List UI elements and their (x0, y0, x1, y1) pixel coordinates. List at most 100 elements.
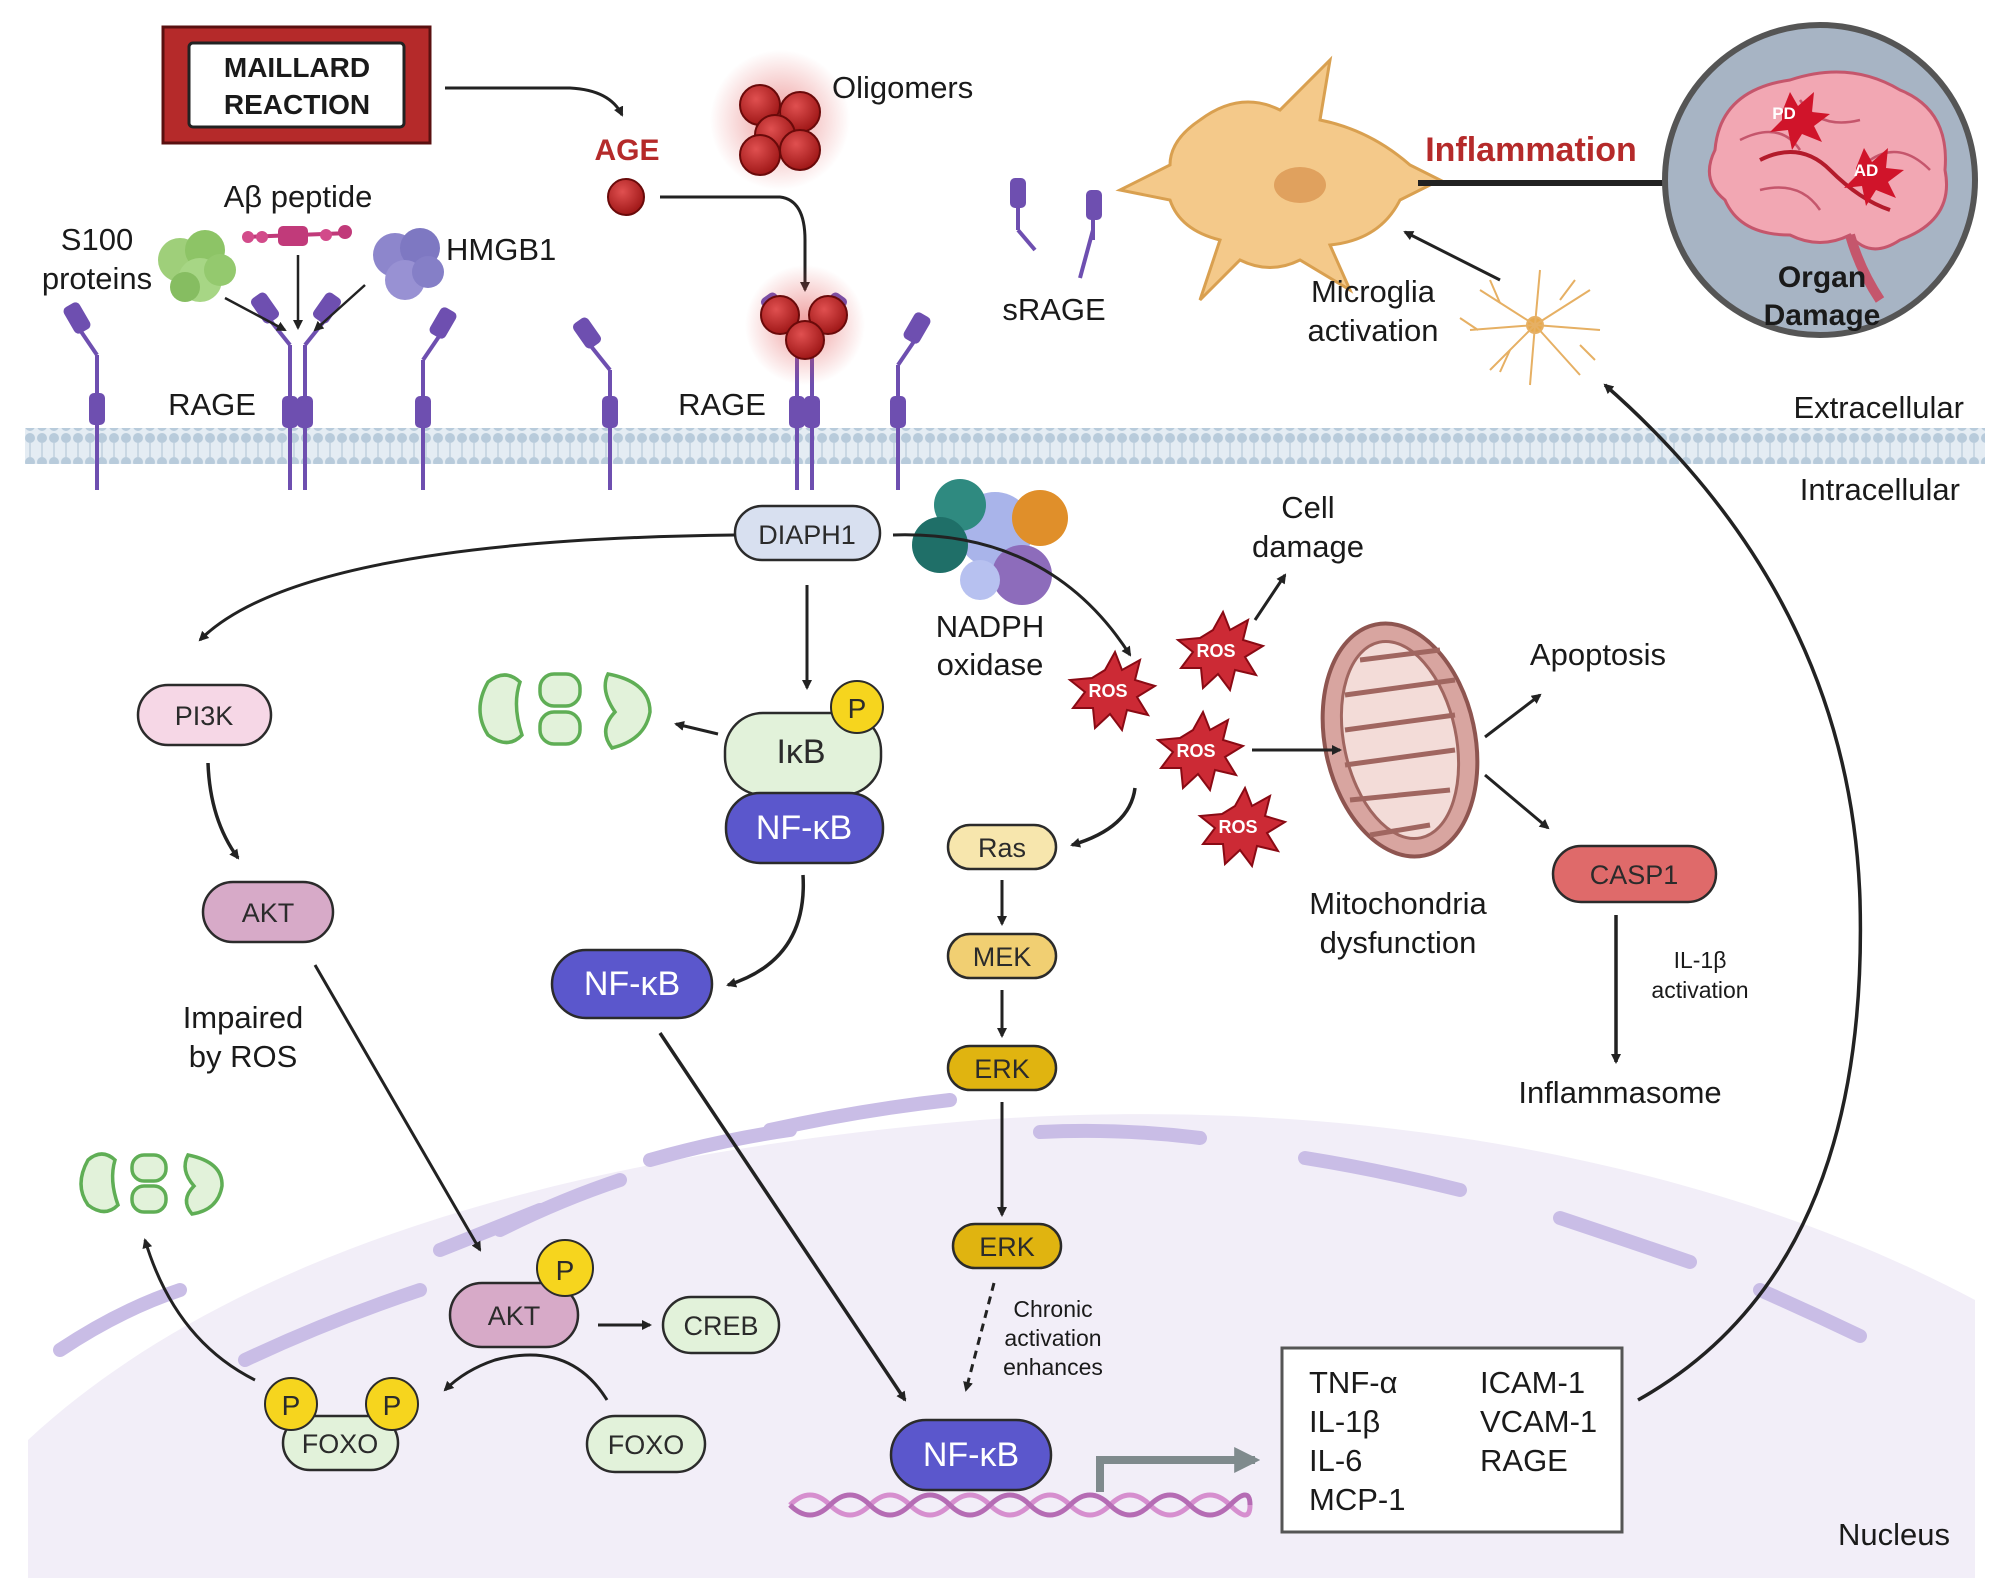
pd-label: PD (1772, 104, 1796, 123)
hmgb1-label: HMGB1 (446, 232, 556, 267)
nucleus-label: Nucleus (1838, 1517, 1950, 1552)
gene-item: IL-1β (1309, 1404, 1380, 1439)
rage-receptor (415, 307, 457, 490)
apoptosis-label: Apoptosis (1530, 637, 1666, 672)
gene-item: TNF-α (1309, 1365, 1398, 1400)
erk-node (946, 1044, 1058, 1092)
akt-label: AKT (242, 898, 295, 928)
arrow-resting-to-activated (1403, 230, 1501, 282)
ikb-label: IκB (776, 733, 825, 771)
impaired-label-line2: by ROS (189, 1039, 298, 1074)
phospho-label: P (556, 1255, 575, 1286)
nfkb-complex-label: NF-κB (756, 809, 852, 847)
oligomers-cluster (710, 50, 850, 190)
phospho-badge (264, 1377, 318, 1431)
arrow-mito-to-casp1 (1484, 773, 1550, 830)
arrow-maillard-to-age (445, 86, 624, 117)
arrow-mito-to-apoptosis (1484, 693, 1542, 739)
chronic-label-line1: Chronic (1013, 1296, 1092, 1322)
foxo-phospho-label: FOXO (302, 1429, 379, 1459)
nfkb-nuclear-label: NF-κB (923, 1436, 1019, 1474)
akt-nuclear-label: AKT (488, 1301, 541, 1331)
arrow-complex-to-nfkb (726, 874, 806, 988)
arrow-nfkb-to-nucleus (658, 1032, 907, 1402)
foxo-node (585, 1414, 707, 1474)
inflammation-label: Inflammation (1425, 131, 1637, 169)
phospho-badge (365, 1377, 419, 1431)
gene-item: RAGE (1480, 1443, 1568, 1478)
nfkb-free-label: NF-κB (584, 965, 680, 1003)
ros-burst[interactable]: ROS (1175, 609, 1266, 693)
abeta-label: Aβ peptide (224, 179, 373, 214)
ras-label: Ras (978, 833, 1026, 863)
arrow-ros-to-ras (1070, 787, 1137, 848)
ros-label: ROS (1196, 641, 1235, 661)
ros-label: ROS (1176, 741, 1215, 761)
foxo-phospho-node (281, 1414, 400, 1472)
proteasome-degradation-icon-2 (79, 1152, 224, 1216)
arrow-foxo-to-phospho-foxo (443, 1353, 609, 1401)
ros-burst[interactable]: ROS (1067, 649, 1158, 733)
extracellular-label: Extracellular (1793, 390, 1964, 425)
arrow-akt-to-nuclear-akt (313, 964, 482, 1252)
cell-damage-label-line2: damage (1252, 529, 1364, 564)
microglia-label-line1: Microglia (1311, 274, 1436, 309)
phospho-badge (536, 1239, 594, 1297)
ros-burst[interactable]: ROS (1197, 785, 1288, 869)
phospho-label: P (282, 1390, 301, 1421)
abeta-peptide-icon (242, 225, 352, 246)
srage-label: sRAGE (1002, 292, 1105, 327)
akt-nuclear-node (448, 1281, 580, 1349)
foxo-label: FOXO (608, 1430, 685, 1460)
srage-fragment (1010, 178, 1037, 252)
casp1-node (1551, 844, 1718, 904)
arrow-ros-to-cell-damage (1253, 573, 1287, 621)
arrow-foxo-to-degradation (142, 1238, 256, 1382)
proteasome-degradation-icon (478, 672, 652, 750)
rage-receptor (63, 302, 105, 490)
mito-label-line1: Mitochondria (1309, 886, 1487, 921)
s100-label-line1: S100 (61, 222, 133, 257)
erk-label: ERK (974, 1054, 1030, 1084)
chronic-label-line3: enhances (1003, 1354, 1103, 1380)
mek-node (946, 932, 1058, 980)
erk-nuclear-node (951, 1222, 1063, 1270)
akt-node (201, 880, 335, 944)
oligomers-label: Oligomers (832, 70, 973, 105)
ros-label: ROS (1218, 817, 1257, 837)
transcription-arrow (1096, 1447, 1261, 1492)
organ-damage-label-line1: Organ (1778, 261, 1866, 294)
phospho-badge (830, 680, 884, 734)
casp1-label: CASP1 (1590, 860, 1679, 890)
phospho-label: P (848, 693, 867, 724)
rage-receptor (890, 312, 931, 490)
diaph1-node (733, 504, 882, 562)
s100-label-line2: proteins (42, 261, 152, 296)
pi3k-node (136, 683, 273, 747)
ros-label: ROS (1088, 681, 1127, 701)
impaired-label-line1: Impaired (183, 1000, 304, 1035)
pi3k-label: PI3K (175, 701, 234, 731)
maillard-label-line2: REACTION (224, 89, 370, 120)
age-molecule (607, 178, 645, 216)
nuclear-envelope (53, 1093, 1867, 1367)
cell-membrane (25, 428, 1985, 464)
gene-item: IL-6 (1309, 1443, 1362, 1478)
ras-node (946, 823, 1058, 871)
rage-label-left: RAGE (168, 387, 256, 422)
arrow-diaph1-to-pi3k (198, 533, 736, 642)
dna-helix-icon (788, 1492, 1253, 1518)
rage-receptor (250, 292, 298, 490)
gene-item: MCP-1 (1309, 1482, 1405, 1517)
arrow-s100-to-rage (224, 296, 287, 332)
arrow-diaph1-to-ros (892, 533, 1132, 657)
il1b-activation-line1: IL-1β (1674, 947, 1727, 973)
microglia-label-line2: activation (1308, 313, 1439, 348)
arrow-hmgb1-to-rage (313, 284, 366, 332)
creb-node (661, 1295, 781, 1355)
nfkb-free-node (550, 948, 714, 1020)
ros-burst[interactable]: ROS (1155, 709, 1246, 793)
activated-microglia-icon (1115, 55, 1444, 302)
